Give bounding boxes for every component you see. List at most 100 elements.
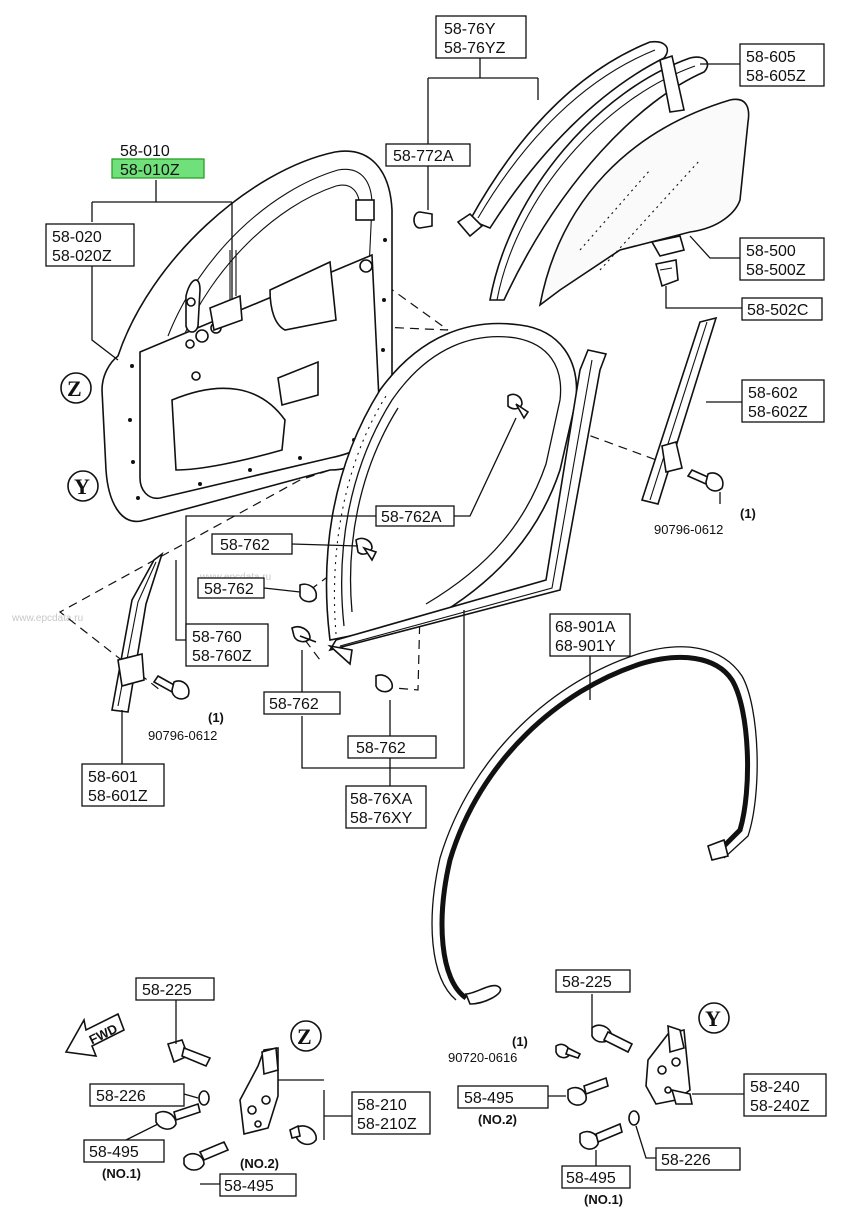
label-text: 58-210Z: [357, 1116, 417, 1133]
label-58-772a[interactable]: 58-772A: [385, 143, 471, 167]
label-text: 58-605Z: [746, 68, 806, 85]
label-text: 58-762: [356, 740, 406, 757]
bolt-right-small-qty: (1): [512, 1034, 528, 1049]
label-58-762-a[interactable]: 58-762: [211, 533, 293, 555]
label-text: 58-76YZ: [444, 40, 506, 57]
label-text: 58-210: [357, 1097, 407, 1114]
marker-z-door: Z: [60, 372, 92, 404]
label-58-226-right[interactable]: 58-226: [655, 1147, 741, 1171]
hinge-right[interactable]: [645, 1024, 693, 1105]
label-text: 58-601Z: [88, 788, 148, 805]
label-58-762-d[interactable]: 58-762: [347, 735, 437, 759]
note-no1-right: (NO.1): [584, 1192, 623, 1207]
bolt-rear-qty: (1): [740, 506, 756, 521]
label-text: 58-240: [750, 1079, 800, 1096]
door-shell[interactable]: [101, 150, 393, 523]
label-58-762a[interactable]: 58-762A: [375, 505, 455, 527]
label-text: 58-762: [204, 581, 254, 598]
label-text: 58-605: [746, 49, 796, 66]
marker-y-door: Y: [67, 470, 99, 502]
label-58-010[interactable]: 58-010 58-010Z: [111, 143, 205, 179]
label-text: 58-495: [464, 1090, 514, 1107]
label-58-226-left[interactable]: 58-226: [89, 1083, 185, 1107]
note-no2-right: (NO.2): [478, 1112, 517, 1127]
label-text: 58-76XY: [350, 810, 413, 827]
label-text: 58-010Z: [120, 162, 180, 179]
bolts-right: [555, 1024, 640, 1150]
label-text: 58-020Z: [52, 248, 112, 265]
bolt-front-qty: (1): [208, 710, 224, 725]
rail-seal-76y[interactable]: [413, 40, 669, 238]
label-text: 58-602: [748, 385, 798, 402]
label-text: 58-226: [96, 1088, 146, 1105]
label-text: 58-762: [269, 696, 319, 713]
label-58-76y[interactable]: 58-76Y 58-76YZ: [435, 15, 527, 59]
label-text: 58-762: [220, 537, 270, 554]
front-channel-601[interactable]: [111, 551, 190, 713]
leader-lines: [91, 56, 744, 1185]
label-text: 58-760: [192, 629, 242, 646]
bolt-right-small-part[interactable]: 90720-0616: [448, 1050, 517, 1065]
clips-762: [291, 393, 530, 693]
hinge-left[interactable]: [239, 1046, 317, 1146]
fwd-arrow: FWD: [64, 1012, 126, 1057]
label-text: 58-502C: [747, 302, 808, 319]
label-58-601[interactable]: 58-601 58-601Z: [81, 763, 165, 807]
body-seal-901[interactable]: [431, 646, 758, 1005]
label-58-602[interactable]: 58-602 58-602Z: [741, 379, 825, 423]
fwd-label: FWD: [87, 1021, 120, 1047]
label-58-502c[interactable]: 58-502C: [741, 297, 823, 321]
label-text: 58-500Z: [746, 262, 806, 279]
label-text: 68-901A: [555, 619, 616, 636]
label-58-760[interactable]: 58-760 58-760Z: [185, 623, 269, 667]
label-text: 58-76XA: [350, 791, 413, 808]
label-text: 58-760Z: [192, 648, 252, 665]
label-text: 58-495: [224, 1178, 274, 1195]
label-58-762-b[interactable]: 58-762: [197, 577, 265, 599]
label-text: 68-901Y: [555, 638, 616, 655]
label-58-605[interactable]: 58-605 58-605Z: [739, 43, 825, 87]
label-text: 58-240Z: [750, 1098, 810, 1115]
marker-letter: Y: [74, 474, 90, 499]
label-text: 58-500: [746, 243, 796, 260]
label-58-500[interactable]: 58-500 58-500Z: [739, 237, 825, 281]
label-58-495-left-b[interactable]: 58-495: [219, 1173, 297, 1197]
label-58-225-left[interactable]: 58-225: [135, 977, 215, 1001]
label-58-225-right[interactable]: 58-225: [555, 969, 631, 993]
label-text: 58-495: [566, 1170, 616, 1187]
label-58-020[interactable]: 58-020 58-020Z: [45, 223, 135, 267]
bolts-left: [155, 1039, 230, 1171]
marker-letter: Z: [67, 376, 82, 401]
label-58-495-left[interactable]: 58-495: [83, 1139, 165, 1163]
front-seal-760[interactable]: [327, 349, 608, 666]
bolt-rear-part[interactable]: 90796-0612: [654, 522, 723, 537]
label-text: 58-225: [562, 974, 612, 991]
rear-channel-602[interactable]: [640, 316, 724, 505]
label-text: 58-602Z: [748, 404, 808, 421]
marker-letter: Y: [705, 1006, 721, 1031]
label-58-495-right[interactable]: 58-495: [457, 1085, 549, 1109]
label-text: 58-020: [52, 229, 102, 246]
label-58-240[interactable]: 58-240 58-240Z: [743, 1073, 827, 1117]
marker-letter: Z: [297, 1024, 312, 1049]
note-no1-left: (NO.1): [102, 1166, 141, 1181]
label-68-901a[interactable]: 68-901A 68-901Y: [549, 613, 631, 657]
glass-clip-502c[interactable]: [655, 259, 679, 288]
label-text: 58-226: [661, 1152, 711, 1169]
label-text: 58-762A: [381, 509, 442, 526]
label-text: 58-772A: [393, 148, 454, 165]
label-58-210[interactable]: 58-210 58-210Z: [351, 1091, 431, 1135]
label-58-76xa[interactable]: 58-76XA 58-76XY: [345, 785, 427, 829]
marker-z-hinge: Z: [290, 1020, 322, 1052]
label-58-762-c[interactable]: 58-762: [263, 691, 341, 715]
bolt-front-part[interactable]: 90796-0612: [148, 728, 217, 743]
door-glass-500[interactable]: [538, 98, 750, 307]
label-58-495-right-b[interactable]: 58-495: [561, 1165, 631, 1189]
note-no2-left: (NO.2): [240, 1156, 279, 1171]
label-text: 58-76Y: [444, 21, 496, 38]
label-text: 58-495: [89, 1144, 139, 1161]
label-text: 58-601: [88, 769, 138, 786]
label-text: 58-225: [142, 982, 192, 999]
label-text: 58-010: [120, 143, 170, 160]
